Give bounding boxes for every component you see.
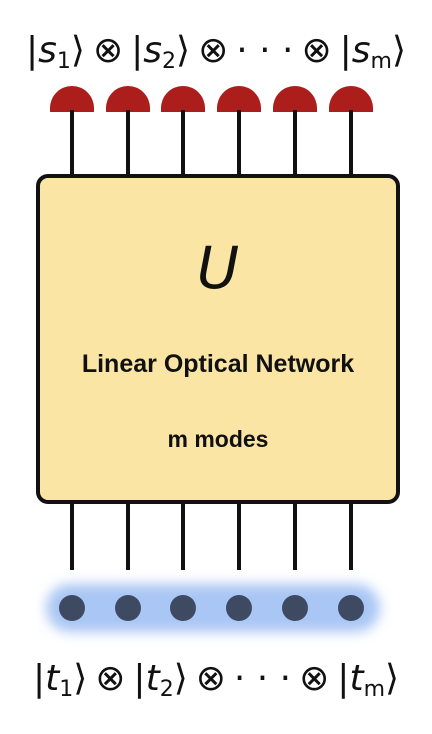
input-state-equation: |t1⟩⊗|t2⟩⊗· · ·⊗|tm⟩ bbox=[0, 658, 432, 702]
output-state-equation: |s1⟩⊗|s2⟩⊗· · ·⊗|sm⟩ bbox=[0, 30, 432, 74]
output-mode-wire bbox=[126, 110, 130, 178]
single-photon-icon bbox=[282, 595, 308, 621]
output-mode-wire bbox=[237, 110, 241, 178]
photodetector-icon bbox=[106, 86, 150, 112]
tensor-product-3: ⊗ bbox=[299, 658, 330, 699]
single-photon-icon bbox=[59, 595, 85, 621]
ket-tm: |tm⟩ bbox=[337, 658, 400, 702]
input-mode-wire bbox=[237, 500, 241, 570]
input-mode-wire bbox=[126, 500, 130, 570]
ellipsis: · · · bbox=[236, 30, 294, 71]
photodetector-icon bbox=[50, 86, 94, 112]
photodetector-icon bbox=[329, 86, 373, 112]
tensor-product-2: ⊗ bbox=[198, 30, 229, 71]
ket-s1: |s1⟩ bbox=[25, 30, 85, 74]
unitary-symbol: U bbox=[196, 234, 240, 302]
photodetector-icon bbox=[273, 86, 317, 112]
output-mode-wire bbox=[293, 110, 297, 178]
photodetector-icon bbox=[217, 86, 261, 112]
tensor-product-2: ⊗ bbox=[195, 658, 226, 699]
single-photon-icon bbox=[338, 595, 364, 621]
linear-optical-network-box: U Linear Optical Network m modes bbox=[36, 174, 400, 504]
input-mode-wire bbox=[70, 500, 74, 570]
single-photon-icon bbox=[170, 595, 196, 621]
single-photon-icon bbox=[115, 595, 141, 621]
single-photon-icon bbox=[226, 595, 252, 621]
ket-t2: |t2⟩ bbox=[133, 658, 188, 702]
input-mode-wire bbox=[293, 500, 297, 570]
ellipsis: · · · bbox=[233, 658, 292, 699]
photodetector-icon bbox=[161, 86, 205, 112]
ket-t1: |t1⟩ bbox=[32, 658, 88, 702]
mode-count-label: m modes bbox=[167, 426, 269, 452]
ket-sm: |sm⟩ bbox=[339, 30, 407, 74]
input-mode-wire bbox=[181, 500, 185, 570]
output-mode-wire bbox=[181, 110, 185, 178]
output-mode-wire bbox=[349, 110, 353, 178]
ket-s2: |s2⟩ bbox=[131, 30, 191, 74]
tensor-product-1: ⊗ bbox=[92, 30, 124, 71]
tensor-product-1: ⊗ bbox=[95, 658, 126, 699]
input-mode-wire bbox=[349, 500, 353, 570]
photon-glow bbox=[46, 584, 380, 632]
output-mode-wire bbox=[70, 110, 74, 178]
network-title: Linear Optical Network bbox=[81, 350, 355, 378]
tensor-product-3: ⊗ bbox=[301, 30, 332, 71]
